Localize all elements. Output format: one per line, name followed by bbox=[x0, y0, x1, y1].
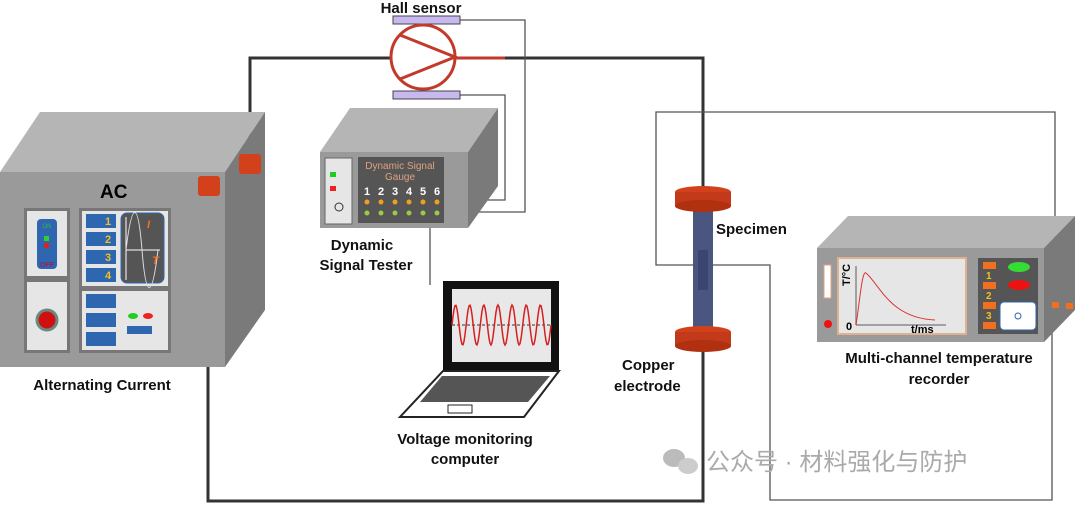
tester-label-1: Dynamic bbox=[331, 237, 394, 254]
emergency-stop-button[interactable] bbox=[35, 308, 59, 332]
channel-port bbox=[420, 199, 426, 205]
recorder-label-2: recorder bbox=[909, 371, 970, 388]
svg-text:3: 3 bbox=[986, 311, 992, 322]
switch-off-label: OFF bbox=[40, 262, 55, 269]
ac-terminal-2 bbox=[239, 154, 261, 174]
channel-port bbox=[420, 210, 426, 216]
channel-port bbox=[434, 199, 440, 205]
channel-port bbox=[406, 199, 412, 205]
recorder-channel-buttons: 1 2 3 bbox=[983, 262, 996, 329]
voltage-monitoring-computer: Voltage monitoring computer bbox=[397, 281, 562, 468]
channel-number: 5 bbox=[420, 186, 426, 198]
channel-port bbox=[392, 210, 398, 216]
time-axis-label: T bbox=[152, 255, 160, 267]
green-button[interactable] bbox=[1008, 262, 1030, 272]
channel-number: 6 bbox=[434, 186, 440, 198]
channel-port bbox=[378, 199, 384, 205]
specimen-label: Specimen bbox=[716, 221, 787, 238]
hall-sensor-label: Hall sensor bbox=[381, 0, 462, 17]
recorder-y-axis-label: T/°C bbox=[841, 264, 853, 286]
svg-text:1: 1 bbox=[105, 216, 111, 228]
channel-port bbox=[392, 199, 398, 205]
channel-port bbox=[406, 210, 412, 216]
channel-number: 4 bbox=[406, 186, 413, 198]
hall-sensor: Hall sensor bbox=[381, 0, 505, 100]
temperature-recorder: T/°C 0 t/ms 1 2 3 Multi-channel temperat… bbox=[817, 216, 1075, 388]
gauge-subtitle: Gauge bbox=[385, 172, 415, 183]
ac-channel-buttons: 1 2 3 4 bbox=[86, 214, 116, 282]
svg-text:4: 4 bbox=[105, 270, 112, 282]
channel-number: 3 bbox=[392, 186, 398, 198]
channel-port bbox=[364, 210, 370, 216]
ac-terminal-1 bbox=[198, 176, 220, 196]
recorder-label-1: Multi-channel temperature bbox=[845, 350, 1033, 367]
copper-label-2: electrode bbox=[614, 378, 681, 395]
gauge-title: Dynamic Signal bbox=[365, 161, 434, 172]
alternating-current-label: Alternating Current bbox=[33, 377, 171, 394]
red-button[interactable] bbox=[1008, 280, 1030, 290]
current-axis-label: I bbox=[147, 219, 151, 231]
channel-number: 2 bbox=[378, 186, 384, 198]
watermark: 公众号 · 材料强化与防护 bbox=[663, 449, 967, 476]
svg-text:1: 1 bbox=[986, 271, 992, 282]
tester-label-2: Signal Tester bbox=[319, 257, 412, 274]
copper-label-1: Copper bbox=[622, 357, 675, 374]
specimen-assembly: Specimen Copper electrode bbox=[614, 186, 787, 395]
channel-port bbox=[434, 210, 440, 216]
ac-label: AC bbox=[100, 182, 128, 203]
navigation-pad[interactable] bbox=[999, 301, 1037, 331]
computer-label-2: computer bbox=[431, 451, 500, 468]
channel-port bbox=[364, 199, 370, 205]
channel-number: 1 bbox=[364, 186, 370, 198]
svg-text:2: 2 bbox=[986, 291, 992, 302]
recorder-x-axis-label: t/ms bbox=[911, 324, 934, 336]
ac-power-supply: AC ON OFF 1 2 3 4 I T Alternating Curren… bbox=[0, 112, 265, 394]
switch-on-label: ON bbox=[43, 224, 52, 230]
recorder-origin: 0 bbox=[846, 321, 852, 333]
channel-port bbox=[378, 210, 384, 216]
computer-label-1: Voltage monitoring bbox=[397, 431, 533, 448]
watermark-text: 公众号 · 材料强化与防护 bbox=[706, 449, 967, 476]
svg-text:2: 2 bbox=[105, 234, 111, 246]
voltage-sine-wave bbox=[451, 303, 552, 347]
svg-text:3: 3 bbox=[105, 252, 111, 264]
